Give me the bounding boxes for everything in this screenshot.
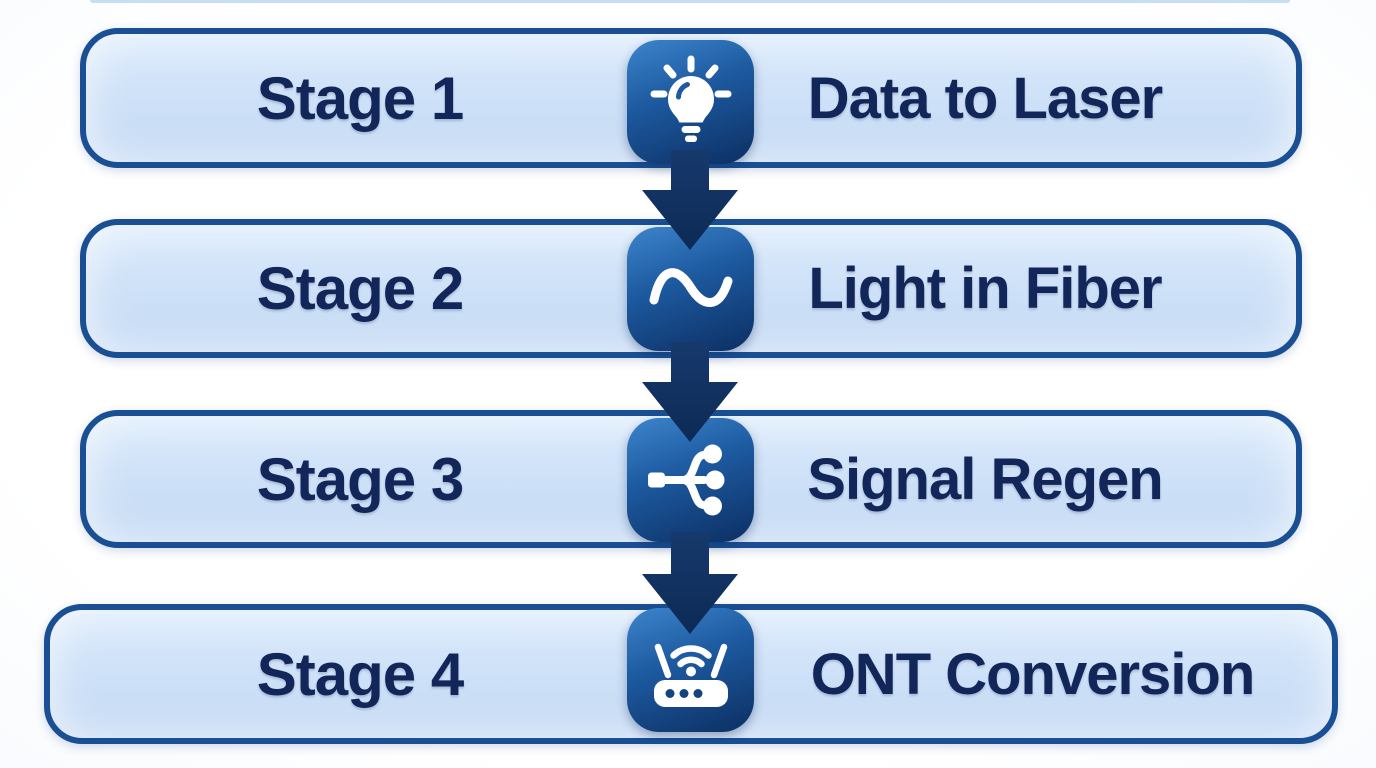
lightbulb-icon bbox=[650, 55, 731, 142]
sine-wave-icon bbox=[649, 268, 732, 307]
stage-2-name: Stage 2 bbox=[256, 255, 464, 322]
stage-3-icon-tile bbox=[627, 418, 754, 542]
stage-1-name: Stage 1 bbox=[256, 64, 464, 132]
stage-4-name: Stage 4 bbox=[256, 640, 464, 708]
stage-1-label: Data to Laser bbox=[807, 65, 1163, 131]
stage-3-label: Signal Regen bbox=[807, 446, 1163, 512]
splitter-icon bbox=[647, 444, 724, 516]
stage-3-name: Stage 3 bbox=[256, 445, 464, 513]
stage-2-label: Light in Fiber bbox=[808, 256, 1162, 321]
stage-1-icon-tile bbox=[627, 40, 754, 164]
stage-4-label: ONT Conversion bbox=[810, 641, 1256, 707]
cropped-bar-edge bbox=[90, 0, 1290, 3]
stage-4-icon-tile bbox=[627, 608, 754, 732]
router-icon bbox=[653, 643, 728, 707]
stage-2-icon-tile bbox=[627, 227, 754, 351]
